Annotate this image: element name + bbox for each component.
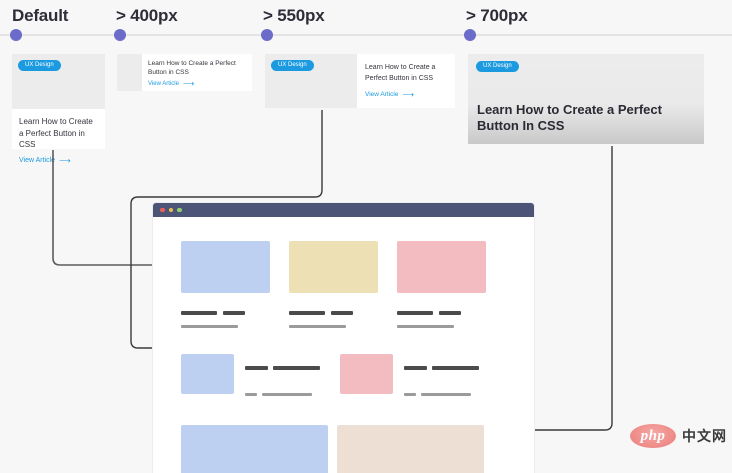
- card-700px[interactable]: UX Design Learn How to Create a Perfect …: [468, 54, 704, 144]
- mockup-overlay-tile: [337, 425, 484, 473]
- card-default-body: Learn How to Create a Perfect Button in …: [12, 109, 105, 172]
- mockup-tile-image: [289, 241, 378, 293]
- card-550px-link[interactable]: View Article ⟶: [365, 89, 447, 99]
- card-400px-body: Learn How to Create a Perfect Button in …: [142, 54, 252, 91]
- card-700px-title: Learn How to Create a Perfect Button In …: [477, 101, 662, 133]
- mockup-htile: [181, 354, 320, 401]
- card-400px-title: Learn How to Create a Perfect Button in …: [148, 60, 236, 77]
- mockup-tile: [397, 241, 486, 328]
- card-550px-badge: UX Design: [271, 60, 314, 71]
- mockup-tile-lines: [397, 302, 486, 328]
- timeline-label-default: Default: [12, 6, 69, 25]
- mockup-tile: [289, 241, 378, 328]
- php-logo-icon: php: [630, 424, 676, 448]
- card-550px-title: Learn How to Create a Perfect Button in …: [365, 64, 436, 82]
- card-default-link[interactable]: View Article ⟶: [19, 155, 98, 165]
- mockup-grid-row: [181, 241, 506, 328]
- card-default-image: UX Design: [12, 54, 105, 109]
- window-close-dot[interactable]: [160, 207, 165, 213]
- mockup-tile-lines: [181, 302, 270, 328]
- card-550px-body: Learn How to Create a Perfect Button in …: [357, 54, 455, 108]
- timeline-dot-700[interactable]: [464, 29, 476, 41]
- watermark-logo: php 中文网: [630, 424, 727, 448]
- card-default-badge: UX Design: [18, 60, 61, 71]
- connector-700: [522, 146, 613, 434]
- window-minimize-dot[interactable]: [168, 207, 173, 213]
- mockup-tile: [181, 241, 270, 328]
- mockup-htile-image: [340, 354, 393, 394]
- mockup-tile-lines: [289, 302, 378, 328]
- card-550px-image: UX Design: [265, 54, 357, 108]
- timeline-label-700: > 700px: [466, 6, 528, 25]
- mockup-horizontal-row: [181, 354, 506, 401]
- arrow-right-icon: ⟶: [59, 155, 71, 165]
- card-550px-link-label: View Article: [365, 91, 399, 99]
- card-default[interactable]: UX Design Learn How to Create a Perfect …: [12, 54, 105, 164]
- card-default-title: Learn How to Create a Perfect Button in …: [19, 117, 93, 150]
- card-550px[interactable]: UX Design Learn How to Create a Perfect …: [265, 54, 455, 108]
- card-400px-link[interactable]: View Article ⟶: [148, 80, 246, 88]
- card-400px[interactable]: Learn How to Create a Perfect Button in …: [117, 54, 252, 91]
- php-logo-text: php: [640, 427, 666, 444]
- browser-mockup: [153, 203, 534, 473]
- card-700px-badge: UX Design: [476, 61, 519, 72]
- timeline-label-400: > 400px: [116, 6, 178, 25]
- mockup-htile-lines: [245, 354, 320, 401]
- mockup-htile-image: [181, 354, 234, 394]
- mockup-overlay-tile: [181, 425, 328, 473]
- card-400px-link-label: View Article: [148, 81, 179, 88]
- timeline-track: [0, 34, 732, 36]
- mockup-htile: [340, 354, 479, 401]
- timeline-dot-default[interactable]: [10, 29, 22, 41]
- mockup-tile-image: [397, 241, 486, 293]
- card-default-link-label: View Article: [19, 157, 56, 165]
- browser-viewport: [153, 217, 534, 473]
- mockup-tile-image: [181, 241, 270, 293]
- mockup-htile-lines: [404, 354, 479, 401]
- card-400px-image: [117, 54, 142, 91]
- timeline-label-550: > 550px: [263, 6, 325, 25]
- mockup-overlay-row: [181, 425, 506, 473]
- watermark-site-text: 中文网: [682, 428, 727, 444]
- arrow-right-icon: ⟶: [402, 89, 414, 99]
- timeline-dot-550[interactable]: [261, 29, 273, 41]
- arrow-right-icon: ⟶: [182, 79, 195, 89]
- window-maximize-dot[interactable]: [177, 207, 182, 213]
- browser-titlebar: [153, 203, 534, 217]
- timeline-dot-400[interactable]: [114, 29, 126, 41]
